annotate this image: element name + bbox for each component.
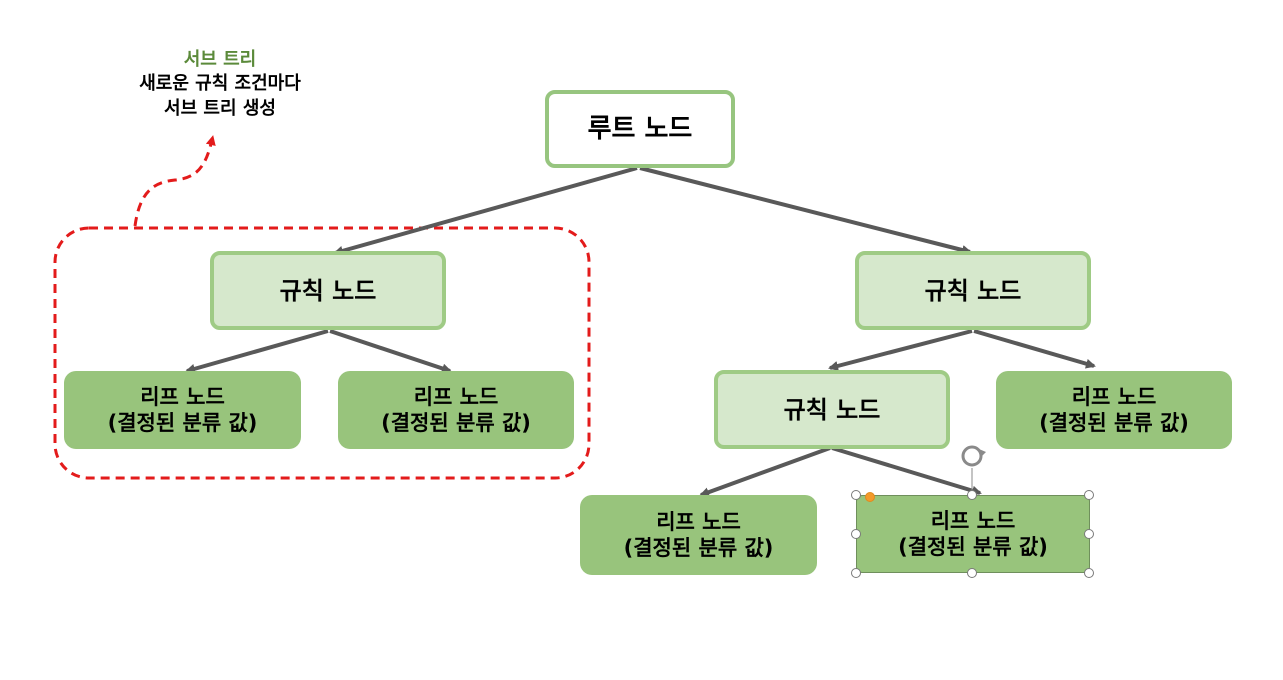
edge-rule-right-to-rule-inner <box>828 329 973 371</box>
edge-rule-right-to-leaf <box>973 329 1096 369</box>
leaf-node-value-label: (결정된 분류 값) <box>381 411 531 435</box>
rotate-handle-icon[interactable] <box>961 445 986 493</box>
root-node[interactable]: 루트 노드 <box>545 90 735 168</box>
resize-handle-left[interactable] <box>851 529 861 539</box>
leaf-node-value-label: (결정된 분류 값) <box>623 536 774 560</box>
edge-rule-inner-to-leaf-2 <box>831 446 982 496</box>
resize-handle-bottom-left[interactable] <box>851 568 861 578</box>
leaf-node-3[interactable]: 리프 노드 (결정된 분류 값) <box>996 371 1232 449</box>
resize-handle-top-right[interactable] <box>1084 490 1094 500</box>
leaf-node-label: 리프 노드 <box>930 508 1016 533</box>
resize-handle-bottom-right[interactable] <box>1084 568 1094 578</box>
resize-handle-top-left[interactable] <box>851 490 861 500</box>
leaf-node-value-label: (결정된 분류 값) <box>107 411 258 435</box>
leaf-node-label: 리프 노드 <box>656 509 741 534</box>
leaf-node-value-label: (결정된 분류 값) <box>1039 411 1189 435</box>
leaf-node-label: 리프 노드 <box>1071 384 1157 409</box>
leaf-node-4[interactable]: 리프 노드 (결정된 분류 값) <box>580 495 817 575</box>
rule-node-label: 규칙 노드 <box>279 276 377 305</box>
leaf-node-value-label: (결정된 분류 값) <box>898 535 1048 559</box>
edge-rule-left-to-leaf-2 <box>329 329 452 374</box>
subtree-outline <box>53 226 591 480</box>
adjust-handle[interactable] <box>865 492 875 502</box>
leaf-node-1[interactable]: 리프 노드 (결정된 분류 값) <box>64 371 301 449</box>
rule-node-inner[interactable]: 규칙 노드 <box>714 370 950 449</box>
edge-rule-left-to-leaf-1 <box>185 329 329 374</box>
rule-node-label: 규칙 노드 <box>924 276 1022 305</box>
rule-node-right[interactable]: 규칙 노드 <box>855 251 1091 330</box>
subtree-pointer-arrow <box>133 135 216 227</box>
root-node-label: 루트 노드 <box>587 113 693 144</box>
subtree-annotation: 서브 트리 새로운 규칙 조건마다 서브 트리 생성 <box>80 48 360 121</box>
annotation-line-1: 새로운 규칙 조건마다 <box>139 73 301 95</box>
annotation-title: 서브 트리 <box>183 49 257 70</box>
edge-root-to-rule-left <box>333 166 638 256</box>
rule-node-left[interactable]: 규칙 노드 <box>210 251 446 330</box>
resize-handle-bottom[interactable] <box>967 568 977 578</box>
leaf-node-label: 리프 노드 <box>413 384 499 409</box>
leaf-node-2[interactable]: 리프 노드 (결정된 분류 값) <box>338 371 574 449</box>
annotation-line-2: 서브 트리 생성 <box>164 97 276 119</box>
resize-handle-right[interactable] <box>1084 529 1094 539</box>
edge-root-to-rule-right <box>639 166 972 255</box>
resize-handle-top[interactable] <box>967 490 977 500</box>
edge-rule-inner-to-leaf-1 <box>699 446 831 497</box>
leaf-node-label: 리프 노드 <box>140 384 225 409</box>
leaf-node-5-selected[interactable]: 리프 노드 (결정된 분류 값) <box>856 495 1090 573</box>
rule-node-label: 규칙 노드 <box>783 395 881 424</box>
